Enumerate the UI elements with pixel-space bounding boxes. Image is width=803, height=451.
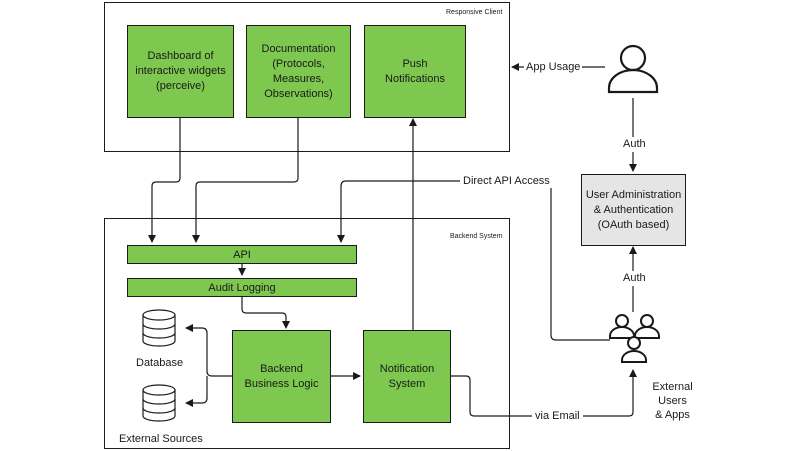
documentation-box: Documentation (Protocols, Measures, Obse… (246, 25, 351, 118)
backend-system-label: Backend System (450, 233, 503, 240)
notification-system-box: Notification System (363, 330, 451, 423)
user-icon (607, 44, 659, 94)
logic-to-sources-connector (185, 376, 208, 407)
auth-bottom-label: Auth (622, 271, 647, 286)
audit-to-logic-connector (241, 297, 290, 329)
user-group-icon (609, 314, 660, 363)
database-icon (142, 309, 176, 347)
logic-to-database-connector (185, 324, 232, 377)
documentation-to-api-connector (192, 118, 299, 243)
dashboard-to-api-connector (148, 118, 181, 243)
database-icon (142, 384, 176, 422)
database-label: Database (136, 357, 184, 370)
api-bar: API (127, 245, 357, 264)
dashboard-box: Dashboard of interactive widgets (percei… (127, 25, 234, 118)
external-users-label: External Users & Apps (652, 381, 693, 421)
responsive-client-label: Responsive Client (446, 9, 503, 16)
audit-logging-bar: Audit Logging (127, 278, 357, 297)
user-admin-auth-box: User Administration & Authentication (OA… (581, 174, 686, 246)
via-email-label: via Email (532, 410, 583, 423)
external-sources-label: External Sources (119, 433, 203, 446)
business-logic-box: Backend Business Logic (232, 330, 331, 423)
auth-top-label: Auth (622, 137, 647, 152)
notification-to-users-connector (451, 369, 637, 417)
direct-api-access-label: Direct API Access (460, 175, 553, 188)
app-usage-label: App Usage (524, 61, 583, 74)
push-notifications-box: Push Notifications (364, 25, 466, 118)
